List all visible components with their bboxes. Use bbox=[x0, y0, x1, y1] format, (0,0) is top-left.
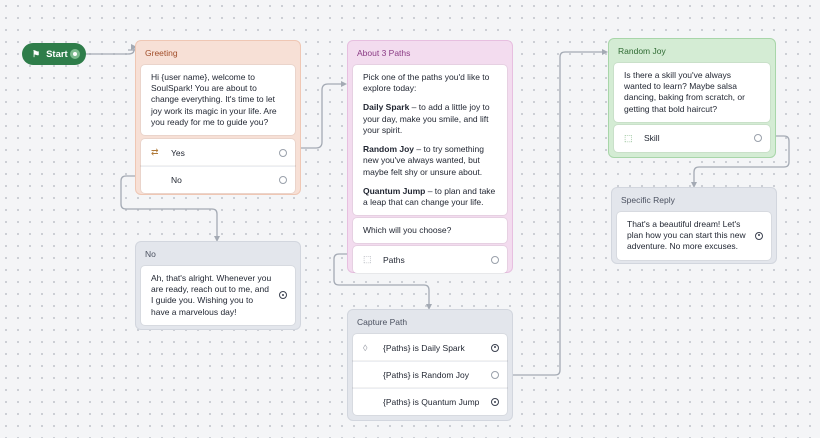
capture-label: Paths bbox=[383, 254, 405, 265]
message-card[interactable]: Hi {user name}, welcome to SoulSpark! Yo… bbox=[141, 65, 295, 136]
choice-label: Yes bbox=[171, 147, 185, 158]
message-card[interactable]: Ah, that's alright. Whenever you are rea… bbox=[141, 266, 295, 325]
intro-text: Pick one of the paths you'd like to expl… bbox=[363, 72, 490, 94]
block-title: Greeting bbox=[145, 48, 178, 58]
question-card[interactable]: Which will you choose? bbox=[353, 218, 507, 244]
message-text: Hi {user name}, welcome to SoulSpark! Yo… bbox=[151, 72, 277, 127]
capture-paths[interactable]: ⬚ Paths bbox=[353, 246, 507, 274]
option-daily-spark: Daily Spark – to add a little joy to you… bbox=[363, 102, 490, 135]
condition-icon: ◊ bbox=[363, 342, 368, 353]
paths-block[interactable]: About 3 Paths Pick one of the paths you'… bbox=[347, 40, 513, 274]
message-text: Ah, that's alright. Whenever you are rea… bbox=[151, 273, 272, 317]
option-random-joy: Random Joy – to try something new you've… bbox=[363, 144, 484, 177]
capture-label: Skill bbox=[644, 133, 660, 144]
condition-random-joy[interactable]: {Paths} is Random Joy bbox=[353, 361, 507, 388]
start-label: Start bbox=[46, 48, 68, 60]
choice-yes[interactable]: ⇄ Yes bbox=[141, 139, 295, 167]
specific-reply-block[interactable]: Specific Reply That's a beautiful dream!… bbox=[611, 187, 777, 264]
shuffle-icon: ⇄ bbox=[151, 147, 159, 158]
link-start-greeting bbox=[86, 48, 137, 55]
option-quantum-jump: Quantum Jump – to plan and take a leap t… bbox=[363, 185, 496, 207]
message-port[interactable] bbox=[279, 291, 287, 300]
message-card[interactable]: Is there a skill you've always wanted to… bbox=[614, 63, 770, 122]
condition-port[interactable] bbox=[491, 343, 499, 352]
flag-icon: ⚑ bbox=[32, 48, 41, 59]
message-card[interactable]: That's a beautiful dream! Let's plan how… bbox=[617, 212, 771, 260]
capture-port[interactable] bbox=[754, 134, 762, 143]
block-title: No bbox=[145, 249, 156, 259]
condition-label: {Paths} is Quantum Jump bbox=[383, 397, 480, 407]
block-title: Random Joy bbox=[618, 46, 666, 56]
choice-port[interactable] bbox=[279, 148, 287, 157]
condition-label: {Paths} is Daily Spark bbox=[383, 342, 465, 353]
block-title: Capture Path bbox=[357, 317, 408, 327]
start-node[interactable]: ⚑ Start bbox=[22, 43, 86, 65]
random-joy-block[interactable]: Random Joy Is there a skill you've alway… bbox=[608, 38, 776, 158]
block-title: Specific Reply bbox=[621, 195, 675, 205]
message-card[interactable]: Pick one of the paths you'd like to expl… bbox=[353, 65, 507, 216]
condition-daily-spark[interactable]: ◊ {Paths} is Daily Spark bbox=[353, 334, 507, 361]
greeting-block[interactable]: Greeting Hi {user name}, welcome to Soul… bbox=[135, 40, 301, 195]
choice-label: No bbox=[171, 175, 182, 186]
message-text: That's a beautiful dream! Let's plan how… bbox=[627, 219, 746, 252]
capture-skill[interactable]: ⬚ Skill bbox=[614, 124, 770, 152]
message-text: Is there a skill you've always wanted to… bbox=[624, 70, 745, 114]
condition-label: {Paths} is Random Joy bbox=[383, 370, 469, 380]
condition-port[interactable] bbox=[491, 398, 499, 406]
question-text: Which will you choose? bbox=[363, 225, 452, 236]
condition-quantum-jump[interactable]: {Paths} is Quantum Jump bbox=[353, 388, 507, 415]
capture-port[interactable] bbox=[491, 255, 499, 264]
choice-port[interactable] bbox=[279, 176, 287, 185]
condition-port[interactable] bbox=[491, 371, 499, 379]
capture-icon: ⬚ bbox=[624, 132, 633, 143]
block-title: About 3 Paths bbox=[357, 48, 411, 58]
link-randomjoy-cond bbox=[503, 51, 604, 376]
no-block[interactable]: No Ah, that's alright. Whenever you are … bbox=[135, 241, 301, 330]
start-output-port[interactable] bbox=[70, 49, 80, 59]
capture-icon: ⬚ bbox=[363, 254, 372, 265]
capture-path-block[interactable]: Capture Path ◊ {Paths} is Daily Spark {P… bbox=[347, 309, 513, 421]
choice-no[interactable]: No bbox=[141, 166, 295, 194]
message-port[interactable] bbox=[755, 231, 763, 240]
